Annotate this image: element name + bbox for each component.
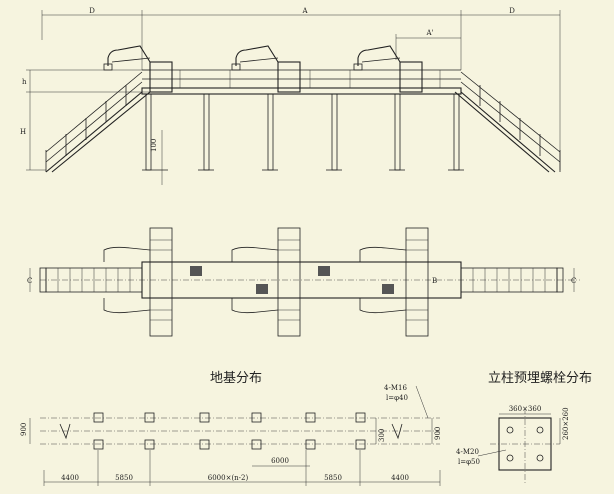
gangway-2 (277, 227, 301, 337)
bolt-callout-1: 4-M16 (384, 384, 407, 392)
dim-d-right: D (509, 7, 515, 15)
gangway-3 (405, 227, 429, 337)
gangway-1 (149, 227, 173, 337)
bolt-hole (506, 454, 514, 462)
dim-a-prime: A' (426, 29, 434, 37)
foundation-plan: 地基分布 900 900 300 4-M16 l=φ40 6000 (20, 371, 442, 486)
dim-360: 360×360 (509, 405, 542, 413)
dim-a: A (301, 7, 308, 15)
bolt-callout-2-sub: l=φ50 (458, 458, 480, 466)
bottom-dim: 4400 (391, 474, 409, 482)
dim-100: 100 (150, 139, 158, 152)
bottom-dim: 6000×(n-2) (208, 474, 249, 482)
bolt-callout-1-sub: l=φ40 (386, 394, 408, 402)
dim-260: 260×260 (562, 407, 570, 440)
bolt-hole (536, 454, 544, 462)
column-bolt-layout: 立柱预埋螺栓分布 360×360 260×260 4-M20 l=φ50 (456, 371, 592, 484)
dim-900-left: 900 (20, 423, 28, 436)
deck-plate (318, 266, 330, 276)
deck-plate (256, 284, 268, 294)
dim-6000: 6000 (271, 457, 289, 465)
bolt-callout-2: 4-M20 (456, 448, 479, 456)
deck-plate (190, 266, 202, 276)
dim-h-small: h (22, 78, 27, 86)
loading-arm-3 (353, 45, 423, 93)
dim-c-right: C (571, 277, 576, 285)
foundation-title: 地基分布 (210, 371, 262, 386)
loading-arm-1 (103, 45, 173, 93)
dim-b: B (432, 277, 437, 285)
dim-h-big: H (20, 128, 26, 136)
dim-300: 300 (378, 429, 386, 442)
foundation-pads (93, 412, 366, 450)
dim-d-left: D (89, 7, 95, 15)
bottom-dim: 4400 (61, 474, 79, 482)
bolt-hole (506, 426, 514, 434)
bolt-hole (536, 426, 544, 434)
dim-900-right: 900 (434, 427, 442, 440)
column-bolts-title: 立柱预埋螺栓分布 (488, 371, 592, 386)
plan-view: C C B (27, 227, 580, 337)
bottom-dim: 5850 (115, 474, 133, 482)
bottom-dim: 5850 (324, 474, 342, 482)
dim-c-left: C (27, 277, 32, 285)
deck-plate (382, 284, 394, 294)
elevation-view: D A D A' h H (20, 7, 561, 185)
loading-arm-2 (231, 45, 301, 93)
